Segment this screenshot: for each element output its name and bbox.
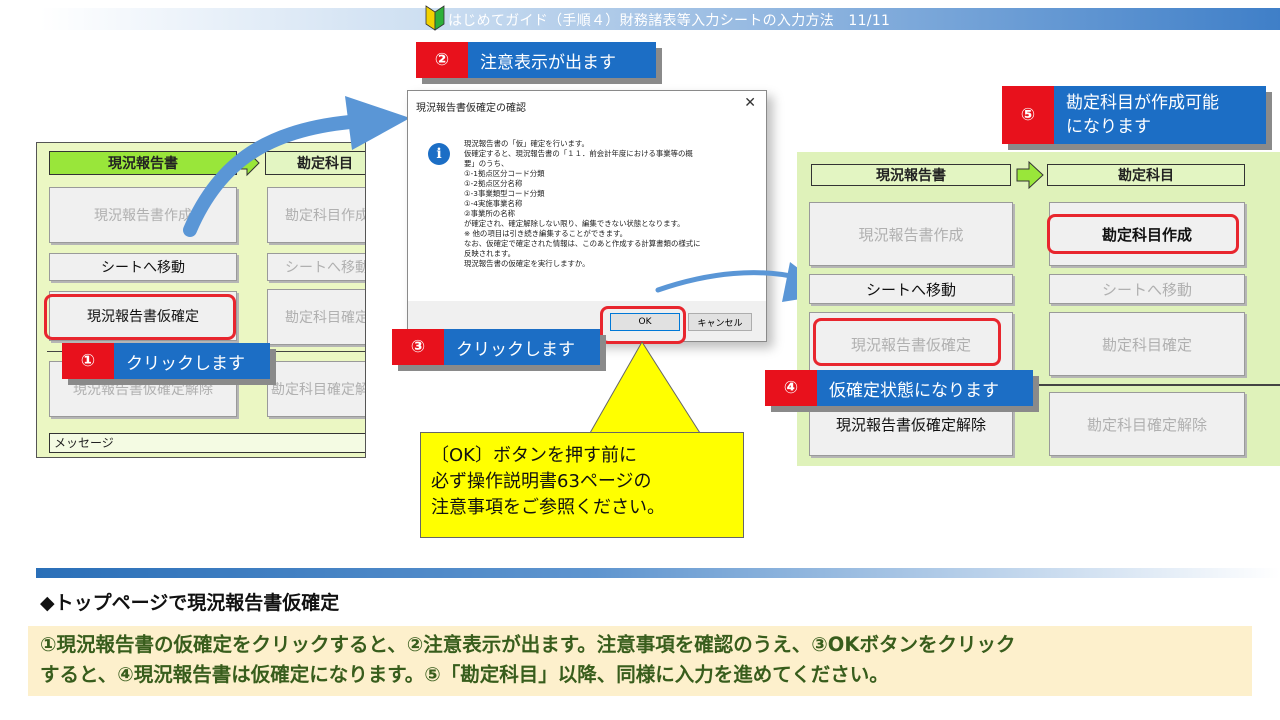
callout-1: ① クリックします [62, 343, 270, 379]
dialog-line: 要」のうち、 [464, 159, 509, 168]
dialog-title: 現況報告書仮確定の確認 [416, 103, 526, 114]
left-provisional-confirm-button[interactable]: 現況報告書仮確定 [49, 291, 237, 341]
left-kanjo-confirm-button[interactable]: 勘定科目確定 [267, 289, 365, 345]
note-line: 必ず操作説明書63ページの [431, 471, 652, 492]
dialog-line: が確定され、確定解除しない限り、編集できない状態となります。 [464, 219, 685, 228]
dialog-line: 仮確定すると、現況報告書の「１１．前会計年度における事業等の概 [464, 149, 693, 158]
callout-label: クリックします [114, 343, 270, 379]
summary-line: すると、④現況報告書は仮確定になります。⑤「勘定科目」以降、同様に入力を進めてく… [40, 663, 889, 686]
curved-arrow-icon [183, 96, 410, 237]
right-create-kanjo-button[interactable]: 勘定科目作成 [1049, 202, 1245, 266]
callout-number: ② [416, 42, 468, 78]
cancel-button[interactable]: キャンセル [688, 313, 752, 331]
info-icon: i [428, 143, 450, 165]
highlight-ring-ok [600, 306, 686, 344]
callout-line: になります [1066, 117, 1151, 137]
page-title: はじめてガイド（手順４）財務諸表等入力シートの入力方法 11/11 [448, 13, 891, 29]
highlight-ring-provisional-state [813, 318, 1001, 366]
left-panel: 現況報告書 勘定科目 現況報告書作成 勘定科目作成 シートへ移動 シートへ移動 … [36, 142, 366, 458]
dialog-line: なお、仮確定で確定された情報は、このあと作成する計算書類の様式に [464, 239, 701, 248]
dialog-line: ①-3事業類型コード分類 [464, 189, 545, 198]
callout-number: ⑤ [1002, 86, 1054, 144]
dialog-line: 現況報告書の「仮」確定を行います。 [464, 139, 589, 148]
left-create-kanjo-button[interactable]: 勘定科目作成 [267, 187, 365, 243]
right-kanjo-confirm-button[interactable]: 勘定科目確定 [1049, 312, 1245, 376]
ok-button[interactable]: OK [610, 313, 680, 331]
warning-note: 〔OK〕ボタンを押す前に 必ず操作説明書63ページの 注意事項をご参照ください。 [420, 432, 744, 538]
callout-label: クリックします [444, 329, 600, 365]
left-kanjo-move-sheet-button[interactable]: シートへ移動 [267, 253, 365, 281]
left-header-kanjo: 勘定科目 [265, 151, 365, 175]
summary-line: ①現況報告書の仮確定をクリックすると、②注意表示が出ます。注意事項を確認のうえ、… [40, 633, 1016, 656]
dialog-line: ①-2拠点区分名称 [464, 179, 523, 188]
dialog-line: ※ 他の項目は引き続き編集することができます。 [464, 229, 628, 238]
left-kanjo-confirm-cancel-button[interactable]: 勘定科目確定解除 [267, 361, 365, 417]
callout-line: 勘定科目が作成可能 [1066, 93, 1219, 113]
note-line: 注意事項をご参照ください。 [431, 497, 665, 518]
header-bar [40, 8, 1280, 30]
section-divider-bar [36, 568, 1280, 578]
dialog-line: ①-4実施事業名称 [464, 199, 523, 208]
right-header-genkyo: 現況報告書 [811, 164, 1011, 186]
callout-label: 仮確定状態になります [817, 370, 1033, 406]
right-kanjo-move-sheet-button[interactable]: シートへ移動 [1049, 274, 1245, 304]
dialog-line: ②事業所の名称 [464, 209, 515, 218]
close-icon[interactable]: ✕ [744, 95, 756, 111]
callout-4: ④ 仮確定状態になります [765, 370, 1033, 406]
beginner-leaf-icon [425, 5, 445, 31]
highlight-ring-kanjo-create [1047, 214, 1239, 254]
divider [807, 384, 1280, 386]
right-panel: 現況報告書 勘定科目 現況報告書作成 勘定科目作成 シートへ移動 シートへ移動 … [797, 152, 1280, 466]
right-kanjo-confirm-cancel-button[interactable]: 勘定科目確定解除 [1049, 392, 1245, 456]
highlight-ring-provisional [44, 294, 236, 340]
message-box: メッセージ [49, 433, 365, 453]
right-create-report-button[interactable]: 現況報告書作成 [809, 202, 1013, 266]
callout-number: ① [62, 343, 114, 379]
callout-number: ④ [765, 370, 817, 406]
left-header-genkyo: 現況報告書 [49, 151, 237, 175]
dialog-message: 現況報告書の「仮」確定を行います。 仮確定すると、現況報告書の「１１．前会計年度… [464, 139, 762, 269]
summary-box: ①現況報告書の仮確定をクリックすると、②注意表示が出ます。注意事項を確認のうえ、… [28, 626, 1252, 696]
callout-3: ③ クリックします [392, 329, 600, 365]
note-line: 〔OK〕ボタンを押す前に [431, 445, 637, 466]
callout-2: ② 注意表示が出ます [416, 42, 656, 78]
dialog-line: ①-1拠点区分コード分類 [464, 169, 545, 178]
section-title: ◆トップページで現況報告書仮確定 [40, 592, 340, 614]
callout-label: 注意表示が出ます [468, 42, 656, 78]
dialog-line: 反映されます。 [464, 249, 515, 258]
dialog-line: 現況報告書の仮確定を実行しますか。 [464, 259, 590, 268]
arrow-right-icon [1016, 160, 1044, 190]
callout-number: ③ [392, 329, 444, 365]
callout-5: ⑤ 勘定科目が作成可能 になります [1002, 86, 1266, 144]
right-header-kanjo: 勘定科目 [1047, 164, 1245, 186]
right-move-sheet-button[interactable]: シートへ移動 [809, 274, 1013, 304]
callout-label: 勘定科目が作成可能 になります [1054, 86, 1266, 144]
left-move-sheet-button[interactable]: シートへ移動 [49, 253, 237, 281]
